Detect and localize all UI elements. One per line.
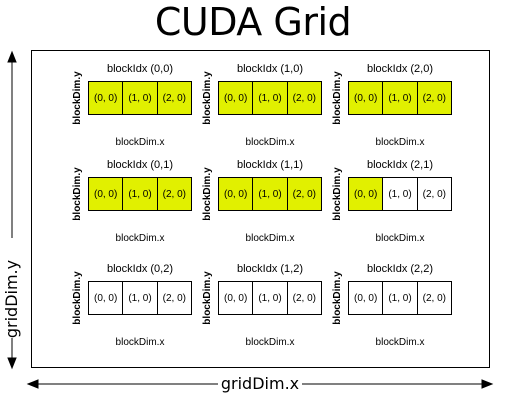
thread-cell-active: (2, 0) bbox=[157, 178, 191, 210]
block-dim-x-label: blockDim.x bbox=[115, 137, 165, 148]
thread-cell-idle: (2, 0) bbox=[287, 282, 321, 314]
block-label: blockIdx (2,0) bbox=[366, 63, 434, 75]
block-dim-y-label: blockDim.y bbox=[332, 167, 343, 221]
thread-cell-active: (2, 0) bbox=[157, 82, 191, 114]
block-dim-y-label: blockDim.y bbox=[332, 71, 343, 125]
thread-cell-active: (1, 0) bbox=[253, 82, 288, 114]
thread-cell-active: (2, 0) bbox=[417, 82, 451, 114]
grid-dim-y-label: gridDim.y bbox=[2, 259, 21, 339]
block-dim-y-label: blockDim.y bbox=[202, 271, 213, 325]
thread-cell-idle: (1, 0) bbox=[383, 282, 418, 314]
thread-cell-active: (0, 0) bbox=[89, 82, 124, 114]
block-label: blockIdx (0,0) bbox=[106, 63, 174, 75]
thread-cell-active: (2, 0) bbox=[287, 82, 321, 114]
thread-cell-active: (1, 0) bbox=[123, 82, 158, 114]
thread-cell-active: (0, 0) bbox=[219, 178, 254, 210]
thread-cell-active: (0, 0) bbox=[349, 178, 384, 210]
thread-cell-idle: (0, 0) bbox=[349, 282, 384, 314]
block-dim-x-label: blockDim.x bbox=[375, 233, 425, 244]
block-label: blockIdx (0,1) bbox=[106, 159, 174, 171]
thread-block: (0, 0)(1, 0)(2, 0) bbox=[348, 81, 452, 115]
block-dim-y-label: blockDim.y bbox=[72, 71, 83, 125]
block-dim-y-label: blockDim.y bbox=[202, 167, 213, 221]
thread-cell-idle: (2, 0) bbox=[417, 178, 451, 210]
grid-dim-x-label: gridDim.x bbox=[220, 374, 300, 393]
thread-cell-active: (1, 0) bbox=[383, 82, 418, 114]
thread-cell-active: (1, 0) bbox=[123, 178, 158, 210]
thread-cell-active: (2, 0) bbox=[287, 178, 321, 210]
thread-cell-active: (0, 0) bbox=[89, 178, 124, 210]
block-dim-x-label: blockDim.x bbox=[115, 233, 165, 244]
grid-frame bbox=[31, 50, 490, 368]
thread-cell-idle: (0, 0) bbox=[89, 282, 124, 314]
thread-cell-idle: (0, 0) bbox=[219, 282, 254, 314]
thread-cell-idle: (1, 0) bbox=[123, 282, 158, 314]
block-dim-y-label: blockDim.y bbox=[72, 271, 83, 325]
thread-cell-idle: (2, 0) bbox=[157, 282, 191, 314]
thread-cell-idle: (2, 0) bbox=[417, 282, 451, 314]
diagram-title: CUDA Grid bbox=[154, 0, 352, 44]
block-dim-y-label: blockDim.y bbox=[202, 71, 213, 125]
block-dim-x-label: blockDim.x bbox=[375, 337, 425, 348]
block-dim-x-label: blockDim.x bbox=[245, 337, 295, 348]
thread-cell-idle: (1, 0) bbox=[253, 282, 288, 314]
block-dim-x-label: blockDim.x bbox=[375, 137, 425, 148]
block-label: blockIdx (2,2) bbox=[366, 263, 434, 275]
block-label: blockIdx (1,1) bbox=[236, 159, 304, 171]
block-dim-y-label: blockDim.y bbox=[332, 271, 343, 325]
grid-dim-y-arrowhead-down bbox=[7, 357, 17, 370]
block-label: blockIdx (1,0) bbox=[236, 63, 304, 75]
block-label: blockIdx (2,1) bbox=[366, 159, 434, 171]
block-label: blockIdx (0,2) bbox=[106, 263, 174, 275]
thread-block: (0, 0)(1, 0)(2, 0) bbox=[218, 177, 322, 211]
thread-block: (0, 0)(1, 0)(2, 0) bbox=[218, 281, 322, 315]
thread-block: (0, 0)(1, 0)(2, 0) bbox=[218, 81, 322, 115]
thread-block: (0, 0)(1, 0)(2, 0) bbox=[88, 281, 192, 315]
thread-block: (0, 0)(1, 0)(2, 0) bbox=[88, 81, 192, 115]
block-dim-x-label: blockDim.x bbox=[245, 137, 295, 148]
thread-cell-active: (0, 0) bbox=[219, 82, 254, 114]
block-dim-y-label: blockDim.y bbox=[72, 167, 83, 221]
grid-dim-x-arrowhead-left bbox=[26, 379, 39, 389]
thread-cell-idle: (1, 0) bbox=[383, 178, 418, 210]
thread-block: (0, 0)(1, 0)(2, 0) bbox=[88, 177, 192, 211]
thread-cell-active: (1, 0) bbox=[253, 178, 288, 210]
grid-dim-y-arrowhead-up bbox=[7, 50, 17, 63]
grid-dim-x-arrowhead-right bbox=[481, 379, 494, 389]
block-dim-x-label: blockDim.x bbox=[245, 233, 295, 244]
thread-cell-active: (0, 0) bbox=[349, 82, 384, 114]
block-dim-x-label: blockDim.x bbox=[115, 337, 165, 348]
block-label: blockIdx (1,2) bbox=[236, 263, 304, 275]
thread-block: (0, 0)(1, 0)(2, 0) bbox=[348, 281, 452, 315]
thread-block: (0, 0)(1, 0)(2, 0) bbox=[348, 177, 452, 211]
